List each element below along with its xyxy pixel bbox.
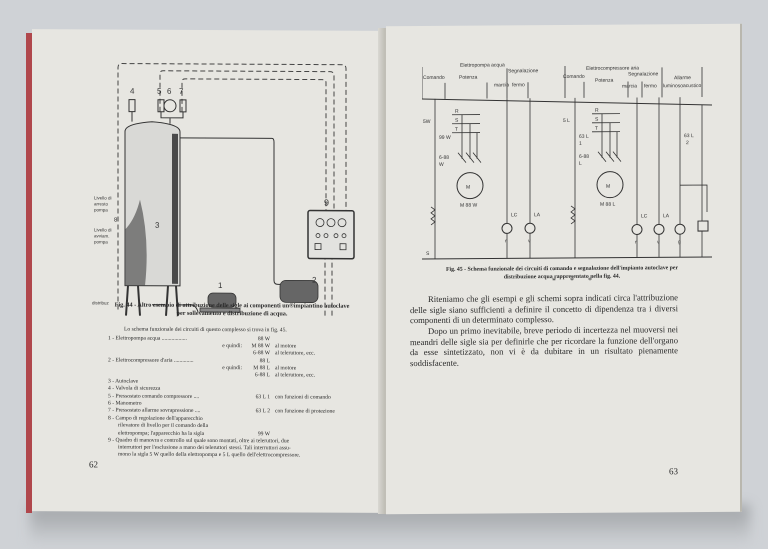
- svg-text:1: 1: [218, 281, 223, 290]
- svg-text:63 L: 63 L: [579, 134, 589, 140]
- svg-text:v: v: [528, 238, 531, 244]
- svg-text:LA: LA: [663, 213, 670, 219]
- svg-text:pompa: pompa: [94, 207, 108, 212]
- section-separator: * * *: [552, 275, 598, 286]
- svg-text:M: M: [606, 184, 610, 190]
- svg-text:distribuz: distribuz: [92, 300, 110, 305]
- svg-text:Segnalazione: Segnalazione: [628, 71, 659, 77]
- svg-text:fermo: fermo: [512, 82, 525, 88]
- control-circuit-diagram: Comando Elettropompa acqua Potenza Segna…: [422, 62, 713, 260]
- svg-text:8: 8: [114, 218, 118, 224]
- svg-text:luminoso: luminoso: [663, 83, 683, 89]
- svg-text:T: T: [455, 127, 458, 133]
- figure-44-caption: Fig. 44 - Altro esempio di attribuzione …: [114, 301, 350, 318]
- svg-text:Potenza: Potenza: [595, 78, 614, 84]
- svg-text:fermo: fermo: [644, 83, 657, 89]
- svg-text:Elettrocompressore aria: Elettrocompressore aria: [586, 65, 639, 71]
- svg-text:R: R: [455, 109, 459, 115]
- svg-text:r: r: [505, 238, 507, 244]
- svg-text:Livello di: Livello di: [94, 195, 112, 200]
- list-item: mono la sigla 5 W quello della elettropo…: [118, 451, 301, 459]
- svg-text:marcia: marcia: [622, 83, 637, 89]
- svg-text:Livello di: Livello di: [94, 227, 112, 232]
- svg-text:marcia: marcia: [494, 82, 509, 88]
- svg-text:M: M: [466, 185, 470, 191]
- svg-text:arresto: arresto: [94, 201, 109, 206]
- svg-text:2: 2: [686, 140, 689, 146]
- paragraph-2: Dopo un primo inevitabile, breve periodo…: [410, 324, 678, 368]
- svg-text:5 L: 5 L: [563, 118, 570, 124]
- svg-text:Comando: Comando: [563, 74, 585, 80]
- svg-text:5W: 5W: [423, 119, 431, 125]
- svg-text:S: S: [455, 118, 459, 124]
- svg-text:Elettropompa acqua: Elettropompa acqua: [460, 62, 505, 68]
- page-number-left: 62: [89, 459, 98, 470]
- svg-text:Potenza: Potenza: [459, 75, 478, 81]
- list-item: 7 - Pressostato allarme sovrapressione .…: [108, 407, 335, 415]
- svg-text:2: 2: [312, 276, 317, 285]
- svg-text:3: 3: [155, 221, 160, 230]
- svg-text:6-88: 6-88: [579, 154, 589, 160]
- svg-text:5: 5: [157, 87, 162, 96]
- svg-text:LC: LC: [641, 213, 648, 219]
- paragraph-1: Riteniamo che gli esempi e gli schemi so…: [410, 292, 678, 326]
- svg-text:acustico: acustico: [683, 83, 702, 89]
- svg-text:M 88 W: M 88 W: [460, 203, 478, 209]
- svg-text:L: L: [579, 161, 582, 167]
- component-list: 1 - Elettropompa acqua .................…: [108, 335, 388, 460]
- svg-text:Segnalazione: Segnalazione: [508, 68, 539, 74]
- svg-text:LC: LC: [511, 212, 518, 218]
- svg-text:pompa: pompa: [94, 239, 108, 244]
- svg-text:LA: LA: [534, 212, 541, 218]
- svg-text:S: S: [595, 117, 599, 123]
- svg-text:T: T: [595, 126, 598, 132]
- svg-text:R: R: [595, 108, 599, 114]
- right-page: Comando Elettropompa acqua Potenza Segna…: [386, 23, 742, 515]
- intro-text: Lo schema funzionale dei circuiti di que…: [124, 326, 287, 334]
- svg-text:Comando: Comando: [423, 75, 445, 81]
- book-cover-edge: [26, 33, 32, 513]
- list-item: 5 - Pressostato comando compressore ....…: [108, 393, 331, 401]
- svg-text:7: 7: [179, 87, 184, 96]
- left-page: 4 5 6 7 3 8 1 2 9 Livello di arresto pom…: [32, 29, 384, 513]
- svg-text:99 W: 99 W: [439, 135, 451, 141]
- svg-text:9: 9: [324, 198, 329, 208]
- autoclave-installation-figure: 4 5 6 7 3 8 1 2 9 Livello di arresto pom…: [80, 63, 380, 319]
- svg-text:g: g: [678, 239, 681, 245]
- svg-text:avviam.: avviam.: [94, 233, 110, 238]
- svg-text:v: v: [657, 239, 660, 245]
- svg-text:4: 4: [130, 87, 135, 96]
- page-number-right: 63: [669, 466, 678, 477]
- svg-text:6-88: 6-88: [439, 155, 449, 161]
- svg-text:63 L: 63 L: [684, 133, 694, 139]
- svg-text:1: 1: [579, 141, 582, 147]
- svg-text:M 88 L: M 88 L: [600, 202, 616, 208]
- svg-text:S: S: [426, 251, 430, 257]
- svg-text:6: 6: [167, 87, 172, 96]
- svg-text:W: W: [439, 162, 444, 168]
- svg-text:Allarme: Allarme: [674, 75, 691, 81]
- svg-text:r: r: [635, 239, 637, 245]
